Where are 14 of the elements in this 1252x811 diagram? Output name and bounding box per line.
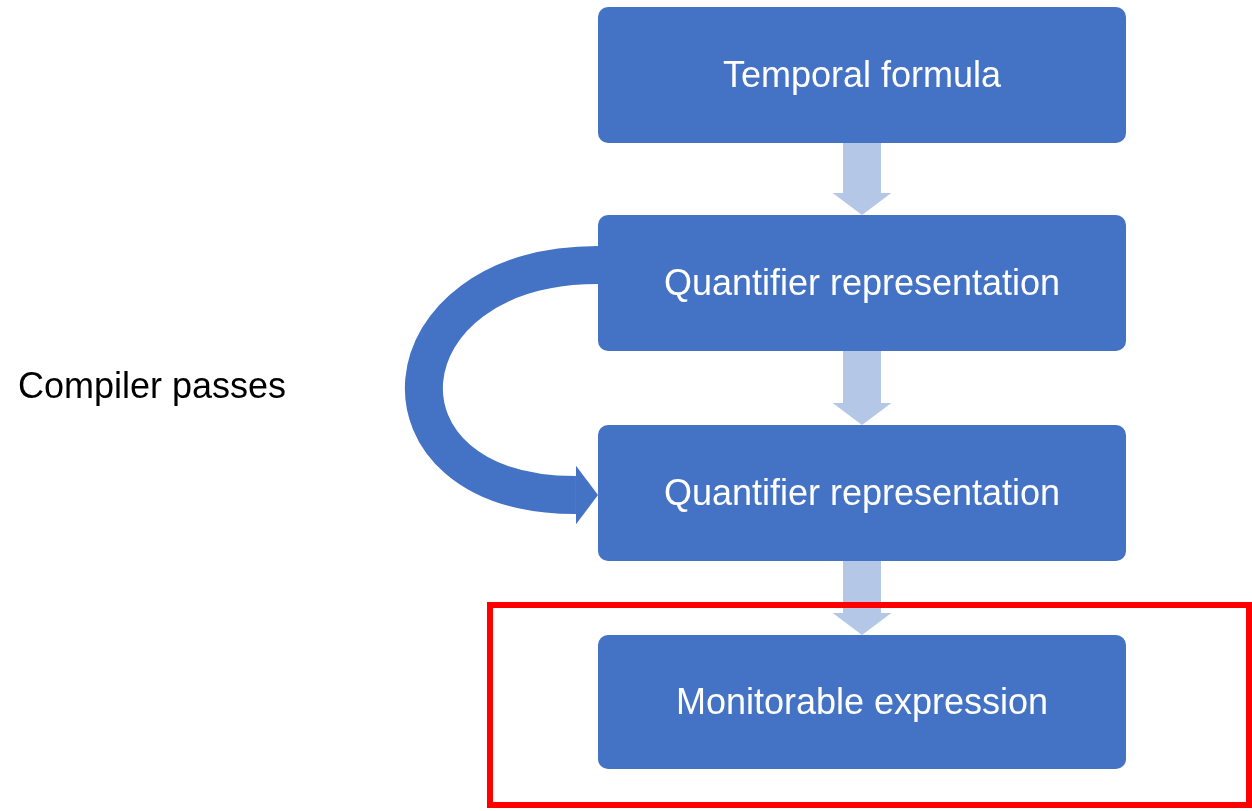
process-box: [598, 425, 1126, 561]
box-label: Quantifier representation: [663, 472, 1061, 514]
process-box: [598, 635, 1126, 769]
process-box: [598, 7, 1126, 143]
box-label: Quantifier representation: [663, 262, 1061, 304]
box-label: Monitorable expression: [675, 681, 1049, 723]
arrow: [832, 561, 892, 635]
curved-arrow: [405, 246, 600, 525]
box-label: Temporal formula: [722, 54, 1002, 96]
arrow: [832, 143, 892, 215]
highlight-frame: [487, 602, 1252, 808]
process-box: [598, 215, 1126, 351]
annotation-text: Compiler passes: [18, 365, 287, 407]
arrow: [832, 351, 892, 425]
